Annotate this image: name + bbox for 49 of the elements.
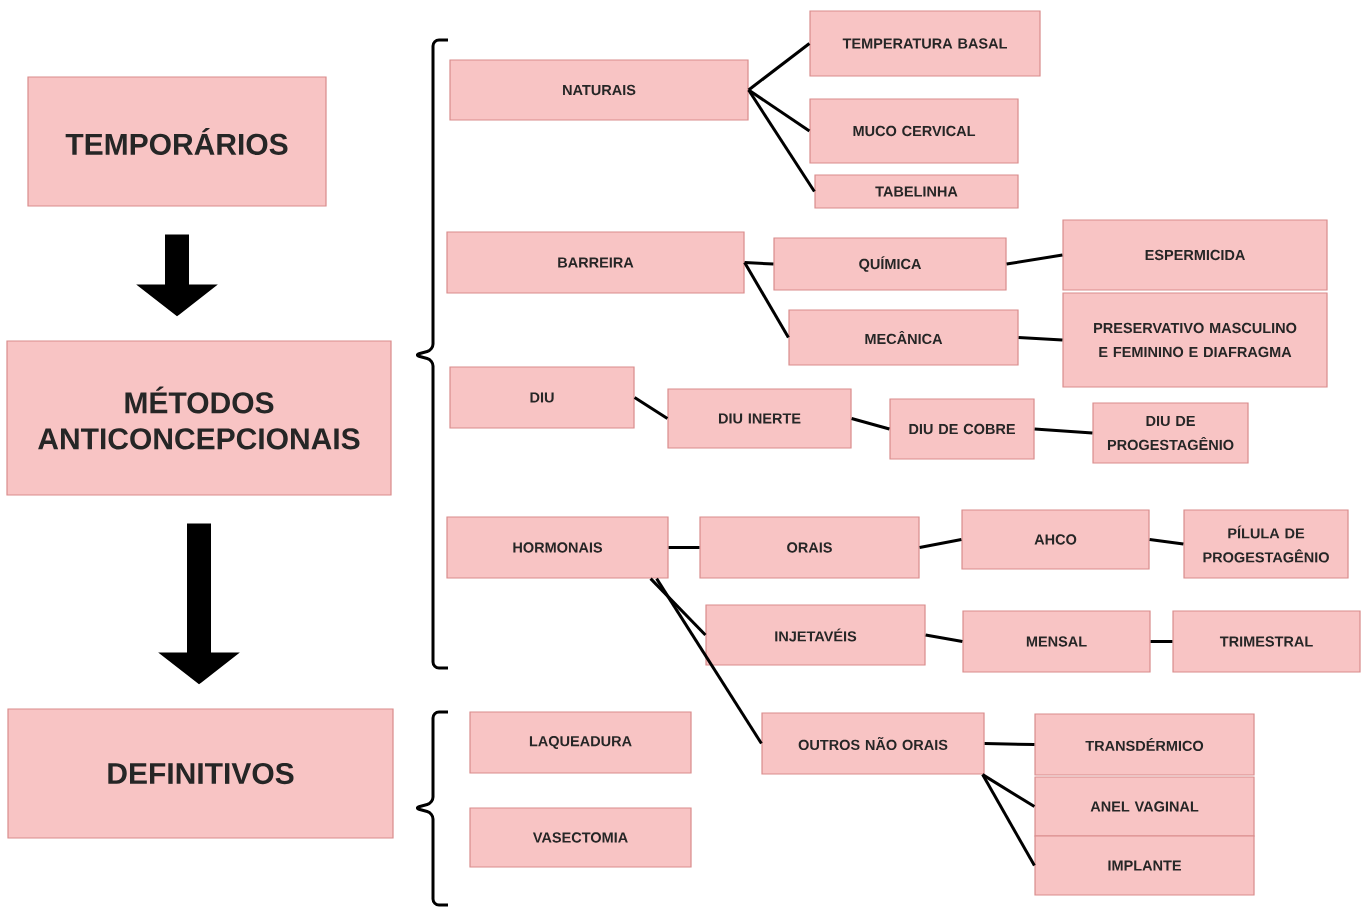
method-box: TEMPERATURA BASAL: [809, 10, 1041, 77]
method-box: QUÍMICA: [773, 237, 1007, 291]
connector-line: [747, 89, 816, 193]
title-box: MÉTODOS ANTICONCEPCIONAIS: [6, 340, 392, 496]
method-box: ESPERMICIDA: [1062, 219, 1328, 291]
connector-line: [668, 546, 700, 549]
title-box: DEFINITIVOS: [7, 708, 394, 839]
connector-line: [925, 633, 963, 643]
method-box: LAQUEADURA: [469, 711, 692, 774]
connector-line: [744, 261, 774, 266]
method-box: DIU DE COBRE: [889, 398, 1035, 460]
connector-line: [851, 417, 890, 431]
connector-line: [1006, 253, 1063, 266]
connector-line: [984, 742, 1035, 746]
method-box: MECÂNICA: [788, 309, 1019, 366]
title-box: TEMPORÁRIOS: [27, 76, 327, 207]
method-box: HORMONAIS: [446, 516, 669, 579]
connector-line: [633, 396, 669, 420]
connector-line: [981, 773, 1036, 808]
method-box: OUTROS NÃO ORAIS: [761, 712, 985, 775]
method-box: INJETAVÉIS: [705, 604, 926, 666]
connector-line: [1034, 427, 1093, 435]
method-box: IMPLANTE: [1034, 835, 1255, 896]
method-box: TRANSDÉRMICO: [1034, 713, 1255, 776]
method-box: MUCO CERVICAL: [809, 98, 1019, 164]
method-box: PÍLULA DE PROGESTAGÊNIO: [1183, 509, 1349, 579]
method-box: DIU DE PROGESTAGÊNIO: [1092, 402, 1249, 464]
method-box: VASECTOMIA: [469, 807, 692, 868]
method-box: MENSAL: [962, 610, 1151, 673]
method-box: AHCO: [961, 509, 1150, 570]
connector-line: [919, 538, 962, 549]
method-box: DIU INERTE: [667, 388, 852, 449]
method-box: NATURAIS: [449, 59, 749, 121]
connector-line: [743, 261, 790, 339]
connector-line: [655, 577, 763, 745]
connector-line: [1150, 640, 1173, 643]
method-box: DIU: [449, 366, 635, 429]
connector-line: [1018, 336, 1063, 342]
connector-line: [747, 88, 811, 133]
connector-line: [981, 773, 1036, 867]
connector-line: [1149, 538, 1184, 546]
method-box: BARREIRA: [446, 231, 745, 294]
method-box: TRIMESTRAL: [1172, 610, 1361, 673]
method-box: PRESERVATIVO MASCULINO E FEMININO E DIAFRAGMA: [1062, 292, 1328, 388]
method-box: ORAIS: [699, 516, 920, 579]
connector-line: [747, 42, 811, 92]
method-box: ANEL VAGINAL: [1034, 776, 1255, 837]
connector-line: [649, 577, 707, 637]
method-box: TABELINHA: [814, 174, 1019, 209]
